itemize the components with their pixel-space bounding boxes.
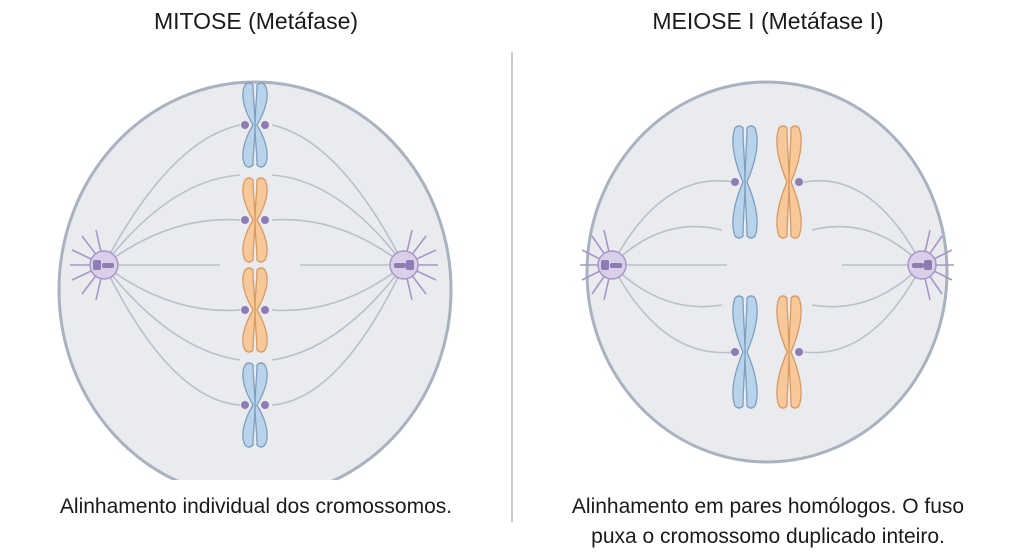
mitosis-panel: MITOSE (Metáfase) <box>57 8 453 518</box>
mitosis-spindle-fibers <box>103 124 405 406</box>
meiosis-homolog-pair-1 <box>731 125 803 239</box>
meiosis-caption-line-1: Alinhamento em pares homólogos. O fuso <box>571 495 965 518</box>
mitosis-chromosome-4 <box>241 362 269 448</box>
meiosis-caption: Alinhamento em pares homólogos. O fuso p… <box>512 492 1024 552</box>
mitosis-right-centrosome <box>389 250 419 280</box>
meiosis-homolog-pair-2 <box>731 295 803 409</box>
meiosis-left-centrosome <box>597 250 627 280</box>
mitosis-title: MITOSE (Metáfase) <box>153 8 359 34</box>
mitosis-left-centrosome <box>89 250 119 280</box>
panel-divider <box>511 52 513 522</box>
meiosis-cell-diagram <box>580 80 954 464</box>
meiosis-panel: MEIOSE I (Metáfase I) <box>512 0 1024 559</box>
meiosis-cell-membrane <box>585 80 949 464</box>
meiosis-right-centrosome <box>907 250 937 280</box>
mitosis-cell-diagram <box>57 80 453 480</box>
meiosis-caption-line-2: puxa o cromossomo duplicado inteiro. <box>591 525 945 548</box>
mitosis-chromosome-3 <box>241 267 269 353</box>
meiosis-spindle-fibers <box>611 179 923 354</box>
mitosis-chromosome-2 <box>241 177 269 263</box>
mitosis-cell-membrane <box>57 80 453 480</box>
mitosis-chromosome-1 <box>241 82 269 168</box>
meiosis-title: MEIOSE I (Metáfase I) <box>652 8 884 34</box>
mitosis-caption: Alinhamento individual dos cromossomos. <box>59 495 453 518</box>
